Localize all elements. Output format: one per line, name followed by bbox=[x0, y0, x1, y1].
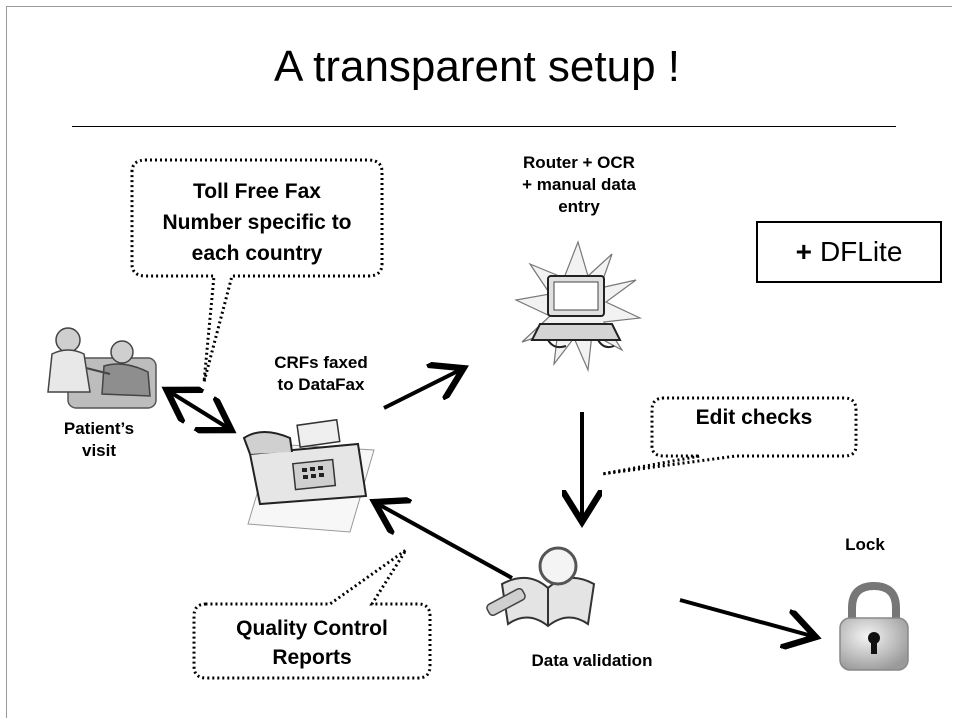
patient-visit-label: Patient’s visit bbox=[44, 418, 154, 462]
arrow-validation-fax bbox=[378, 504, 513, 580]
callout-edit-checks-text: Edit checks bbox=[695, 406, 813, 429]
callout-fax-number bbox=[130, 158, 384, 383]
computer-starburst-icon bbox=[514, 240, 643, 373]
data-validation-label: Data validation bbox=[531, 651, 653, 670]
arrow-patient-fax bbox=[170, 392, 228, 428]
patient-label-line: Patient’s bbox=[63, 419, 135, 438]
callout-line: each country bbox=[191, 242, 323, 265]
dflite-box: + DFLite bbox=[756, 221, 942, 283]
arrow-validation-lock bbox=[679, 598, 812, 636]
fax-machine-icon bbox=[242, 418, 375, 533]
router-label-line: Router + OCR bbox=[523, 153, 635, 172]
patient-doctor-clipart bbox=[47, 327, 157, 409]
router-label-line: entry bbox=[558, 197, 600, 216]
crfs-label-line: CRFs faxed bbox=[274, 353, 368, 372]
callout-line: Quality Control bbox=[236, 617, 388, 640]
title-divider bbox=[72, 126, 896, 127]
dflite-plus: + bbox=[795, 236, 812, 267]
padlock-icon bbox=[839, 581, 909, 671]
router-label-line: + manual data bbox=[522, 175, 636, 194]
router-label: Router + OCR + manual data entry bbox=[484, 152, 674, 218]
crfs-label: CRFs faxed to DataFax bbox=[236, 352, 406, 396]
slide-frame bbox=[6, 6, 952, 718]
callout-line: Reports bbox=[272, 646, 352, 669]
dflite-label: DFLite bbox=[819, 236, 903, 267]
patient-label-line: visit bbox=[81, 441, 117, 460]
lock-label: Lock bbox=[845, 535, 885, 554]
callout-fax-number-text: Toll Free Fax Number specific to each co… bbox=[132, 176, 382, 269]
callout-line: Toll Free Fax bbox=[193, 180, 321, 203]
crfs-label-line: to DataFax bbox=[277, 375, 365, 394]
callout-line: Number specific to bbox=[162, 211, 352, 234]
slide-title: A transparent setup ! bbox=[273, 42, 681, 91]
callout-qc-reports-text: Quality Control Reports bbox=[196, 614, 428, 672]
callout-qc-reports bbox=[192, 548, 432, 680]
arrow-fax-router bbox=[383, 370, 460, 410]
callout-edit-checks bbox=[601, 396, 858, 476]
book-magnifier-icon bbox=[486, 546, 596, 628]
